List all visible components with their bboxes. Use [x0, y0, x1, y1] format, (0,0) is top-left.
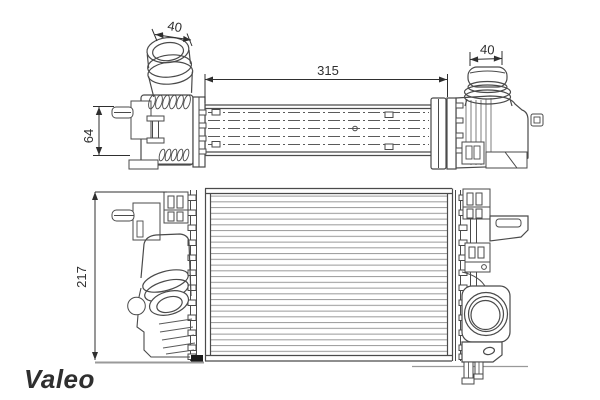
side-view — [111, 36, 544, 170]
dim-side-depth: 64 — [81, 106, 130, 156]
hose-clamp-coil-bottom — [158, 148, 190, 162]
bottom-bracket — [461, 341, 503, 363]
h-bracket — [146, 115, 165, 144]
left-top-clip — [163, 191, 189, 224]
right-tank-assembly — [412, 188, 529, 385]
valeo-logo: Valeo — [24, 364, 95, 394]
dim-core-length: 315 — [204, 63, 448, 103]
louver-steps — [158, 318, 196, 355]
dim-core-height-label: 217 — [74, 266, 89, 288]
side-arm-bracket — [489, 215, 529, 242]
dim-left-pipe-label: 40 — [166, 18, 183, 35]
dim-right-pipe: 40 — [469, 42, 503, 66]
right-tab-bar — [455, 190, 468, 361]
right-top-clip — [462, 188, 491, 220]
left-inlet-pipe — [146, 36, 194, 97]
outlet-port — [461, 285, 511, 343]
hose-clamp-coil-top — [148, 94, 191, 110]
right-mid-clip — [464, 242, 491, 273]
front-view — [95, 187, 529, 385]
hose-elbow — [140, 233, 192, 316]
dim-right-pipe-label: 40 — [480, 42, 495, 58]
right-inlet-pipe — [463, 66, 513, 107]
core-front-view — [204, 187, 454, 362]
left-tank-side — [111, 94, 207, 170]
foot-pad — [191, 355, 203, 363]
side-lug — [127, 296, 146, 316]
right-tank-side — [446, 95, 544, 170]
bottom-pins — [461, 361, 484, 385]
left-bracket-assembly — [95, 191, 204, 364]
core-side-view — [204, 97, 447, 170]
dim-side-depth-label: 64 — [81, 129, 96, 143]
dim-core-height: 217 — [74, 191, 167, 360]
dim-core-length-label: 315 — [317, 63, 339, 78]
dim-left-pipe: 40 — [151, 18, 193, 47]
dimension-annotations: 40 40 315 64 — [74, 18, 503, 360]
